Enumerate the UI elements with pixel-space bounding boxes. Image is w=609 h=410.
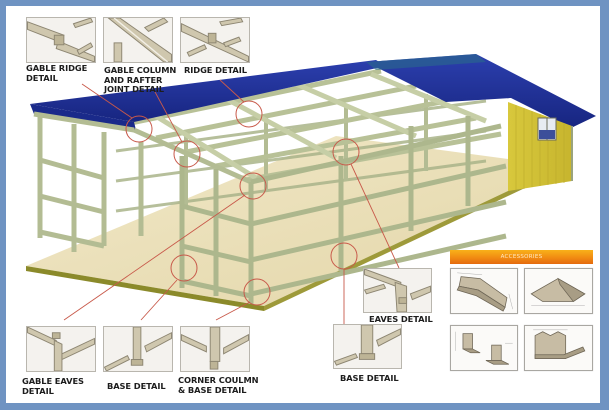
accessory-corner-stepped-bracket bbox=[524, 325, 593, 371]
accessory-ridge-cap-plate bbox=[524, 268, 593, 314]
front-side-frame bbox=[179, 116, 507, 304]
clad-end-wall bbox=[508, 102, 573, 191]
label-base-left: BASE DETAIL bbox=[107, 381, 166, 391]
roof-sheeting bbox=[30, 54, 596, 130]
diagram-frame: GABLE RIDGE DETAIL GABLE COLUMN AND RAFT… bbox=[6, 6, 600, 403]
accessories-header: ACCESSORIES bbox=[450, 250, 593, 264]
thumb-gable-column-rafter bbox=[103, 17, 173, 63]
thumb-corner-column-base bbox=[180, 326, 250, 372]
steel-building-illustration bbox=[26, 54, 596, 324]
thumb-gable-eaves bbox=[26, 326, 96, 372]
thumb-gable-ridge bbox=[26, 17, 96, 63]
thumb-base-left bbox=[103, 326, 173, 372]
label-base-right: BASE DETAIL bbox=[340, 373, 399, 383]
accessory-base-angle-clips bbox=[450, 325, 518, 371]
label-ridge: RIDGE DETAIL bbox=[184, 65, 247, 75]
leader-lines bbox=[63, 79, 400, 324]
label-gable-column-rafter: GABLE COLUMN AND RAFTER JOINT DETAIL bbox=[104, 65, 177, 94]
callout-circles bbox=[125, 100, 360, 306]
thumb-base-right bbox=[333, 324, 402, 369]
label-gable-eaves: GABLE EAVES DETAIL bbox=[22, 376, 84, 396]
label-gable-ridge: GABLE RIDGE DETAIL bbox=[26, 63, 88, 83]
thumb-ridge bbox=[180, 17, 250, 63]
label-eaves: EAVES DETAIL bbox=[369, 314, 433, 324]
accessory-angled-bracket bbox=[450, 268, 518, 314]
label-corner-column-base: CORNER COULMN & BASE DETAIL bbox=[178, 375, 259, 395]
gable-end-frame bbox=[33, 111, 253, 252]
thumb-eaves bbox=[363, 268, 432, 313]
